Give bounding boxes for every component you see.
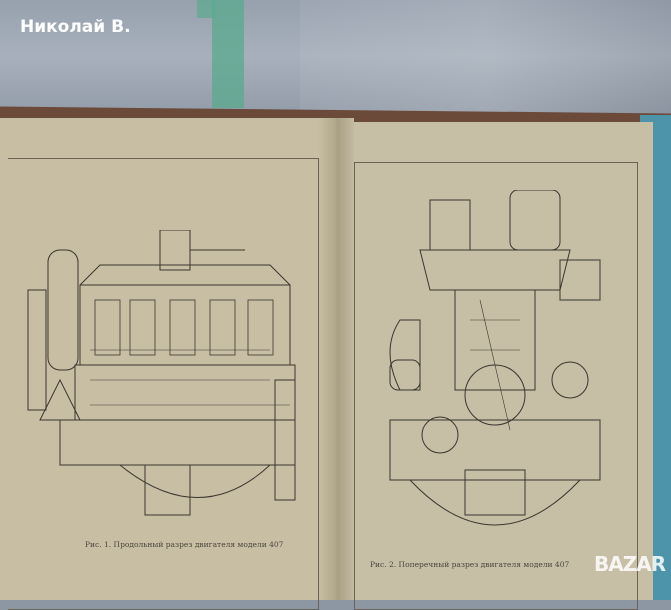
cross-section-engine-drawing (389, 190, 601, 526)
longitudinal-engine-drawing (27, 230, 296, 516)
figure-2-caption: Рис. 2. Поперечный разрез двигателя моде… (370, 560, 570, 569)
bazar-logo-watermark: BAZAR (594, 552, 666, 576)
cloth-green-stripe (212, 0, 244, 108)
left-page (0, 118, 335, 600)
cloth-green-pattern (197, 0, 215, 18)
figure-1-caption: Рис. 1. Продольный разрез двигателя моде… (85, 540, 284, 549)
tablecloth-background (0, 0, 671, 125)
book-gutter (318, 118, 354, 600)
seller-name-watermark: Николай В. (20, 17, 131, 37)
cloth-fold (300, 0, 671, 125)
